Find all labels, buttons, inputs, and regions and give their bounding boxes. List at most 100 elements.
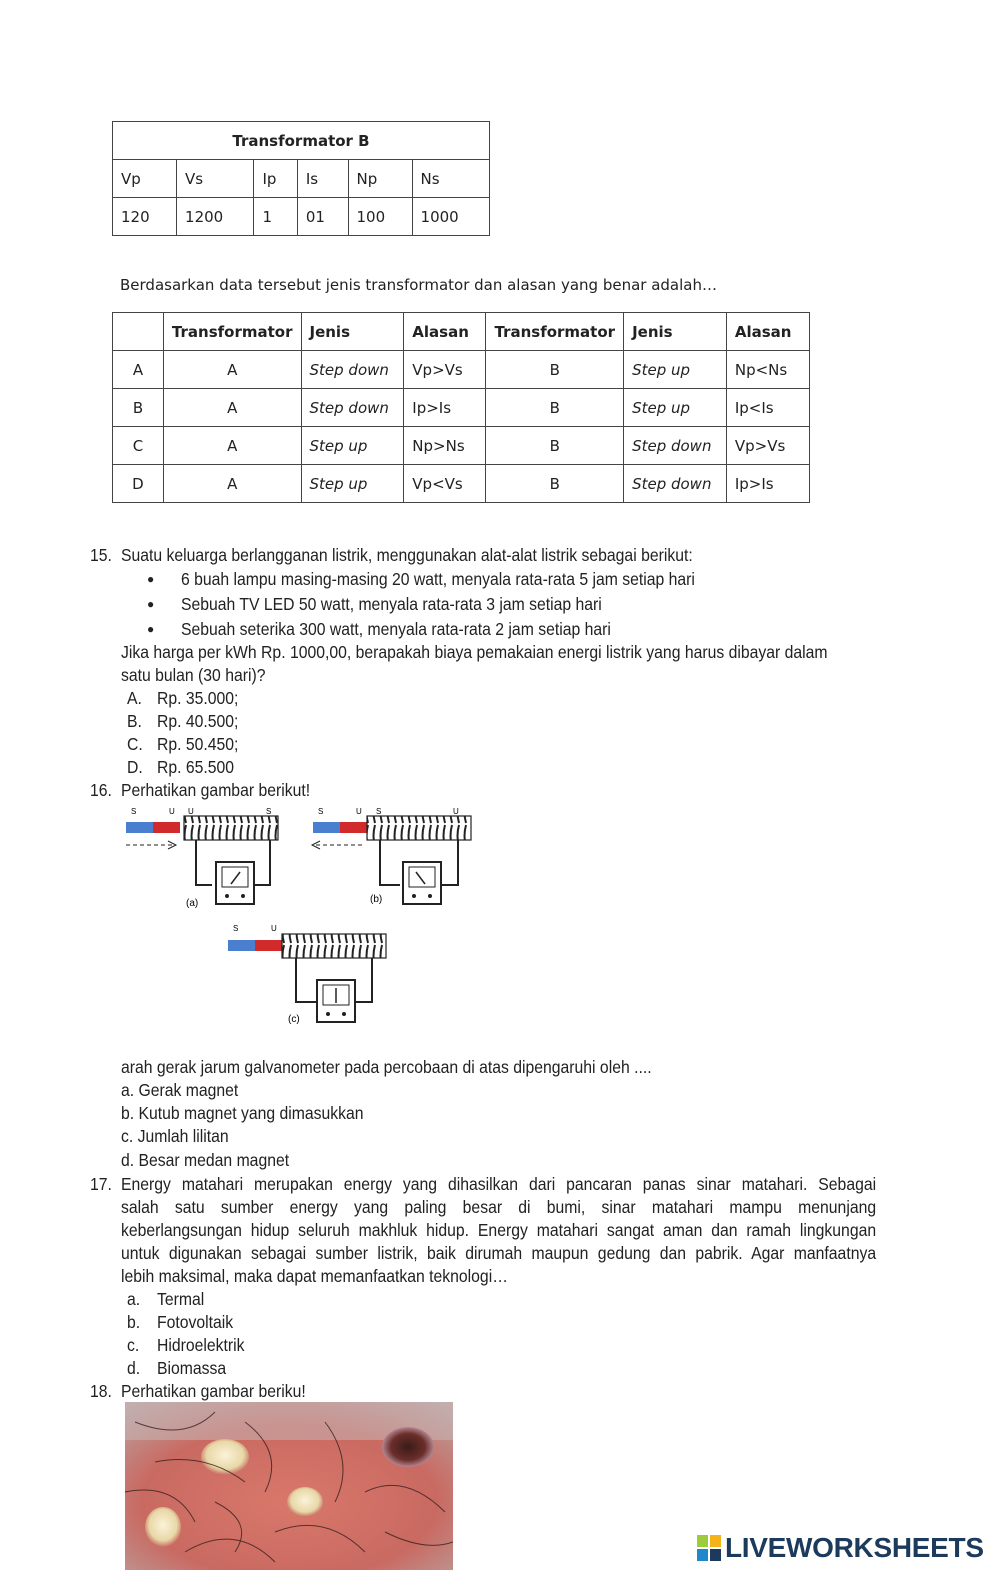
q15-option-a[interactable]: Rp. 35.000; xyxy=(157,688,239,708)
skin-photo xyxy=(125,1402,453,1570)
table-cell: Step up xyxy=(623,350,727,389)
q15-stem: Suatu keluarga berlangganan listrik, men… xyxy=(121,545,693,565)
pole-label: S xyxy=(376,807,381,816)
q17-text: keberlangsungan hidup seluruh makhluk hi… xyxy=(121,1220,877,1240)
wire xyxy=(442,840,459,886)
magnet-north xyxy=(255,940,282,951)
q15-bullet: Sebuah seterika 300 watt, menyala rata-r… xyxy=(181,619,611,639)
option-letter: B xyxy=(112,388,164,427)
q17-number: 17. xyxy=(90,1174,112,1194)
coil xyxy=(366,815,472,841)
table-cell: Step down xyxy=(623,426,727,465)
table-cell: Vp>Vs xyxy=(403,350,487,389)
pole-label: U xyxy=(356,807,362,816)
wire xyxy=(356,958,373,1003)
q17-option-a[interactable]: Termal xyxy=(157,1289,205,1309)
q17-option-letter: a. xyxy=(127,1289,141,1309)
q15-bullet: Sebuah TV LED 50 watt, menyala rata-rata… xyxy=(181,594,602,614)
header-cell xyxy=(112,312,164,351)
table-cell: Step down xyxy=(300,388,405,427)
value-cell: 120 xyxy=(111,197,178,236)
table-cell: Step down xyxy=(623,464,727,503)
induction-experiment-figure: S U U S (a) S U S U (b) xyxy=(126,807,472,1025)
q15-bullet: 6 buah lampu masing-masing 20 watt, meny… xyxy=(181,569,695,589)
experiment-b: S U S U (b) xyxy=(310,807,472,905)
table-cell: Np>Ns xyxy=(403,426,487,465)
table-cell: B xyxy=(485,464,625,503)
terminal-icon xyxy=(428,894,432,898)
option-letter: D xyxy=(112,464,164,503)
q16-stem: Perhatikan gambar berikut! xyxy=(121,780,311,800)
header-cell: Jenis xyxy=(300,312,405,351)
q16-option-d[interactable]: d. Besar medan magnet xyxy=(121,1150,290,1170)
liveworksheets-logo: LIVEWORKSHEETS xyxy=(697,1532,984,1564)
q17-text: lebih maksimal, maka dapat memanfaatkan … xyxy=(121,1266,508,1286)
option-row-d[interactable]: D A Step up Vp<Vs B Step down Ip>Is xyxy=(112,464,811,503)
arrow-head xyxy=(167,840,178,850)
pole-label: U xyxy=(169,807,175,816)
bullet-icon: ● xyxy=(147,572,155,586)
q17-text: salah satu sumber energy yang paling bes… xyxy=(121,1197,877,1217)
option-row-b[interactable]: B A Step down Ip>Is B Step up Ip<Is xyxy=(112,388,811,427)
crusted-lesion xyxy=(382,1427,434,1467)
pole-label: S xyxy=(131,807,136,816)
body-hair xyxy=(125,1411,453,1563)
wire xyxy=(195,840,212,886)
wire xyxy=(254,840,271,886)
table-cell: Ip<Is xyxy=(725,388,811,427)
table-cell: B xyxy=(485,388,625,427)
option-letter: C xyxy=(112,426,164,465)
galvanometer-needle xyxy=(415,871,426,885)
value-cell: 1200 xyxy=(176,197,255,236)
terminal-icon xyxy=(412,894,416,898)
q17-text: Energy matahari merupakan energy yang di… xyxy=(121,1174,877,1194)
table-cell: A xyxy=(162,388,302,427)
pustule xyxy=(287,1487,323,1517)
table-cell: Ip>Is xyxy=(725,464,811,503)
q15-option-b[interactable]: Rp. 40.500; xyxy=(157,711,239,731)
table-cell: B xyxy=(485,350,625,389)
option-row-a[interactable]: A A Step down Vp>Vs B Step up Np<Ns xyxy=(112,350,811,389)
table-cell: Np<Ns xyxy=(725,350,811,389)
figure-label-b: (b) xyxy=(370,894,382,905)
wire xyxy=(295,958,316,1003)
galvanometer-needle xyxy=(230,871,241,885)
value-cell: 01 xyxy=(296,197,349,236)
transformator-b-table: Transformator B Vp Vs Ip Is Np Ns 120 12… xyxy=(111,121,491,236)
header-cell: Alasan xyxy=(403,312,487,351)
q17-option-b[interactable]: Fotovoltaik xyxy=(157,1312,234,1332)
q17-option-c[interactable]: Hidroelektrik xyxy=(157,1335,245,1355)
table-cell: A xyxy=(162,350,302,389)
table-cell: Vp<Vs xyxy=(403,464,487,503)
pole-label: S xyxy=(318,807,323,816)
q18-stem: Perhatikan gambar beriku! xyxy=(121,1381,306,1401)
q16-option-c[interactable]: c. Jumlah lilitan xyxy=(121,1126,229,1146)
coil xyxy=(281,933,387,959)
terminal-icon xyxy=(326,1012,330,1016)
terminal-icon xyxy=(342,1012,346,1016)
header-cell: Alasan xyxy=(725,312,811,351)
header-cell: Is xyxy=(296,159,349,198)
experiment-c: S U (c) xyxy=(228,924,387,1025)
value-cell: 1 xyxy=(253,197,298,236)
q16-option-b[interactable]: b. Kutub magnet yang dimasukkan xyxy=(121,1103,364,1123)
q16-option-a[interactable]: a. Gerak magnet xyxy=(121,1080,239,1100)
value-cell: 1000 xyxy=(411,197,491,236)
q15-number: 15. xyxy=(90,545,112,565)
q16-question: arah gerak jarum galvanometer pada perco… xyxy=(121,1057,652,1077)
magnet-north xyxy=(340,822,367,833)
q15-option-c[interactable]: Rp. 50.450; xyxy=(157,734,239,754)
question-intro: Berdasarkan data tersebut jenis transfor… xyxy=(120,276,717,294)
table-cell: Ip>Is xyxy=(403,388,487,427)
table-cell: Step down xyxy=(300,350,405,389)
q15-question: satu bulan (30 hari)? xyxy=(121,665,266,685)
header-cell: Ip xyxy=(253,159,298,198)
pole-label: U xyxy=(188,807,194,816)
magnet-south xyxy=(313,822,340,833)
q17-option-d[interactable]: Biomassa xyxy=(157,1358,227,1378)
q15-option-letter: A. xyxy=(127,688,142,708)
option-row-c[interactable]: C A Step up Np>Ns B Step down Vp>Vs xyxy=(112,426,811,465)
q15-option-d[interactable]: Rp. 65.500 xyxy=(157,757,235,777)
pole-label: S xyxy=(266,807,271,816)
q17-option-letter: b. xyxy=(127,1312,141,1332)
